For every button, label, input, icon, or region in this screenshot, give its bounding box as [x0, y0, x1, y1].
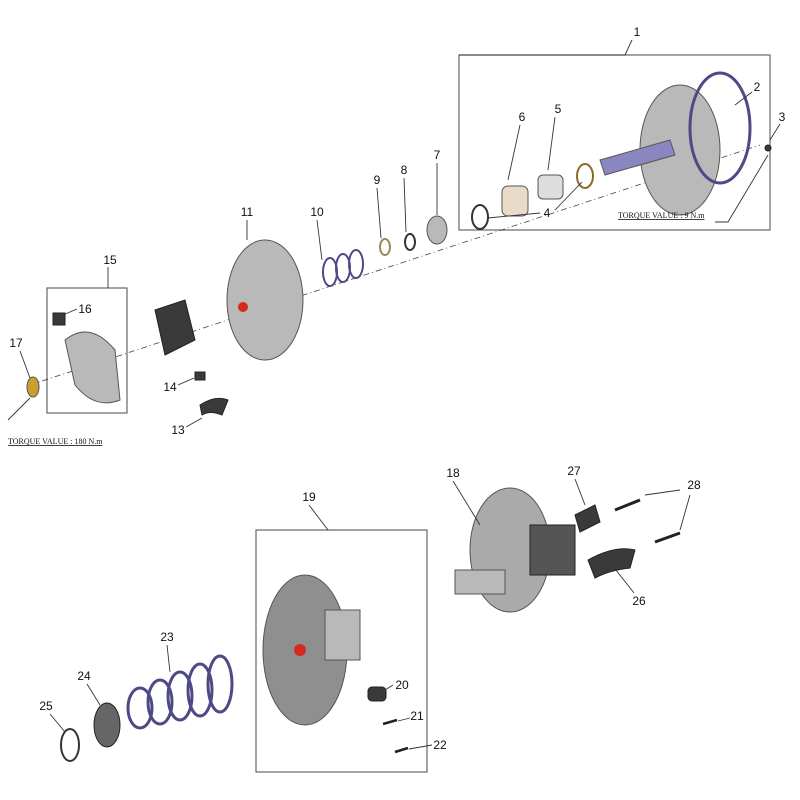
part-23-spring: [126, 654, 234, 730]
part-26-slider: [587, 548, 636, 579]
callout-13: 13: [171, 423, 185, 437]
part-25-ring: [60, 728, 80, 762]
part-1-fixed-sheave: [599, 71, 772, 216]
part-11-movable-sheave: [226, 239, 304, 361]
callout-7: 7: [434, 148, 441, 162]
part-8-ring: [404, 233, 416, 251]
assembly-axis: [29, 144, 761, 386]
part-18-driven-sheave: [454, 487, 576, 613]
callout-1: 1: [634, 25, 641, 39]
callout-8: 8: [401, 163, 408, 177]
callout-28: 28: [687, 478, 701, 492]
part-13-slider: [199, 397, 229, 416]
callout-26: 26: [632, 594, 646, 608]
part-28-pin-2: [654, 531, 681, 544]
callout-9: 9: [374, 173, 381, 187]
callout-19: 19: [302, 490, 316, 504]
part-9-ring: [379, 238, 391, 256]
part-28-pin: [614, 498, 641, 512]
callout-2: 2: [754, 80, 761, 94]
part-20-bushing: [367, 686, 387, 702]
callout-25: 25: [39, 699, 53, 713]
callout-22: 22: [433, 738, 447, 752]
part-15-cover: [64, 331, 121, 404]
assembly-box-19: [255, 529, 428, 773]
callout-23: 23: [160, 630, 174, 644]
part-27-cam: [574, 504, 601, 533]
callout-10: 10: [310, 205, 324, 219]
part-12-spider: [154, 299, 196, 356]
part-5-bushing: [537, 174, 564, 200]
callout-15: 15: [103, 253, 117, 267]
callout-3: 3: [779, 110, 786, 124]
callout-21: 21: [410, 709, 424, 723]
torque-note-180nm: TORQUE VALUE : 180 N.m: [8, 437, 103, 446]
part-10-spring: [322, 249, 364, 287]
part-24-bearing: [93, 702, 121, 748]
part-2-ring: [688, 71, 752, 185]
part-16-insert: [52, 312, 66, 326]
callout-5: 5: [555, 102, 562, 116]
part-17-washer: [26, 376, 40, 398]
part-21-pin: [382, 718, 398, 726]
part-19-sheave: [262, 574, 361, 726]
callout-6: 6: [519, 110, 526, 124]
callout-11: 11: [241, 205, 254, 219]
callout-27: 27: [567, 464, 581, 478]
part-6-bushing: [501, 185, 529, 217]
torque-note-9nm: TORQUE VALUE : 9 N.m: [618, 211, 705, 220]
leader-lines: [7, 39, 781, 750]
callout-20: 20: [395, 678, 409, 692]
callout-24: 24: [77, 669, 91, 683]
callout-17: 17: [9, 336, 23, 350]
part-3-screw: [764, 144, 772, 152]
callout-16: 16: [78, 302, 92, 316]
callout-18: 18: [446, 466, 460, 480]
part-7-bearing: [426, 215, 448, 245]
callout-4: 4: [544, 206, 551, 220]
assembly-box-15: [46, 287, 128, 414]
part-22-pin: [394, 746, 409, 754]
part-14-roller: [194, 371, 206, 381]
callout-14: 14: [163, 380, 177, 394]
